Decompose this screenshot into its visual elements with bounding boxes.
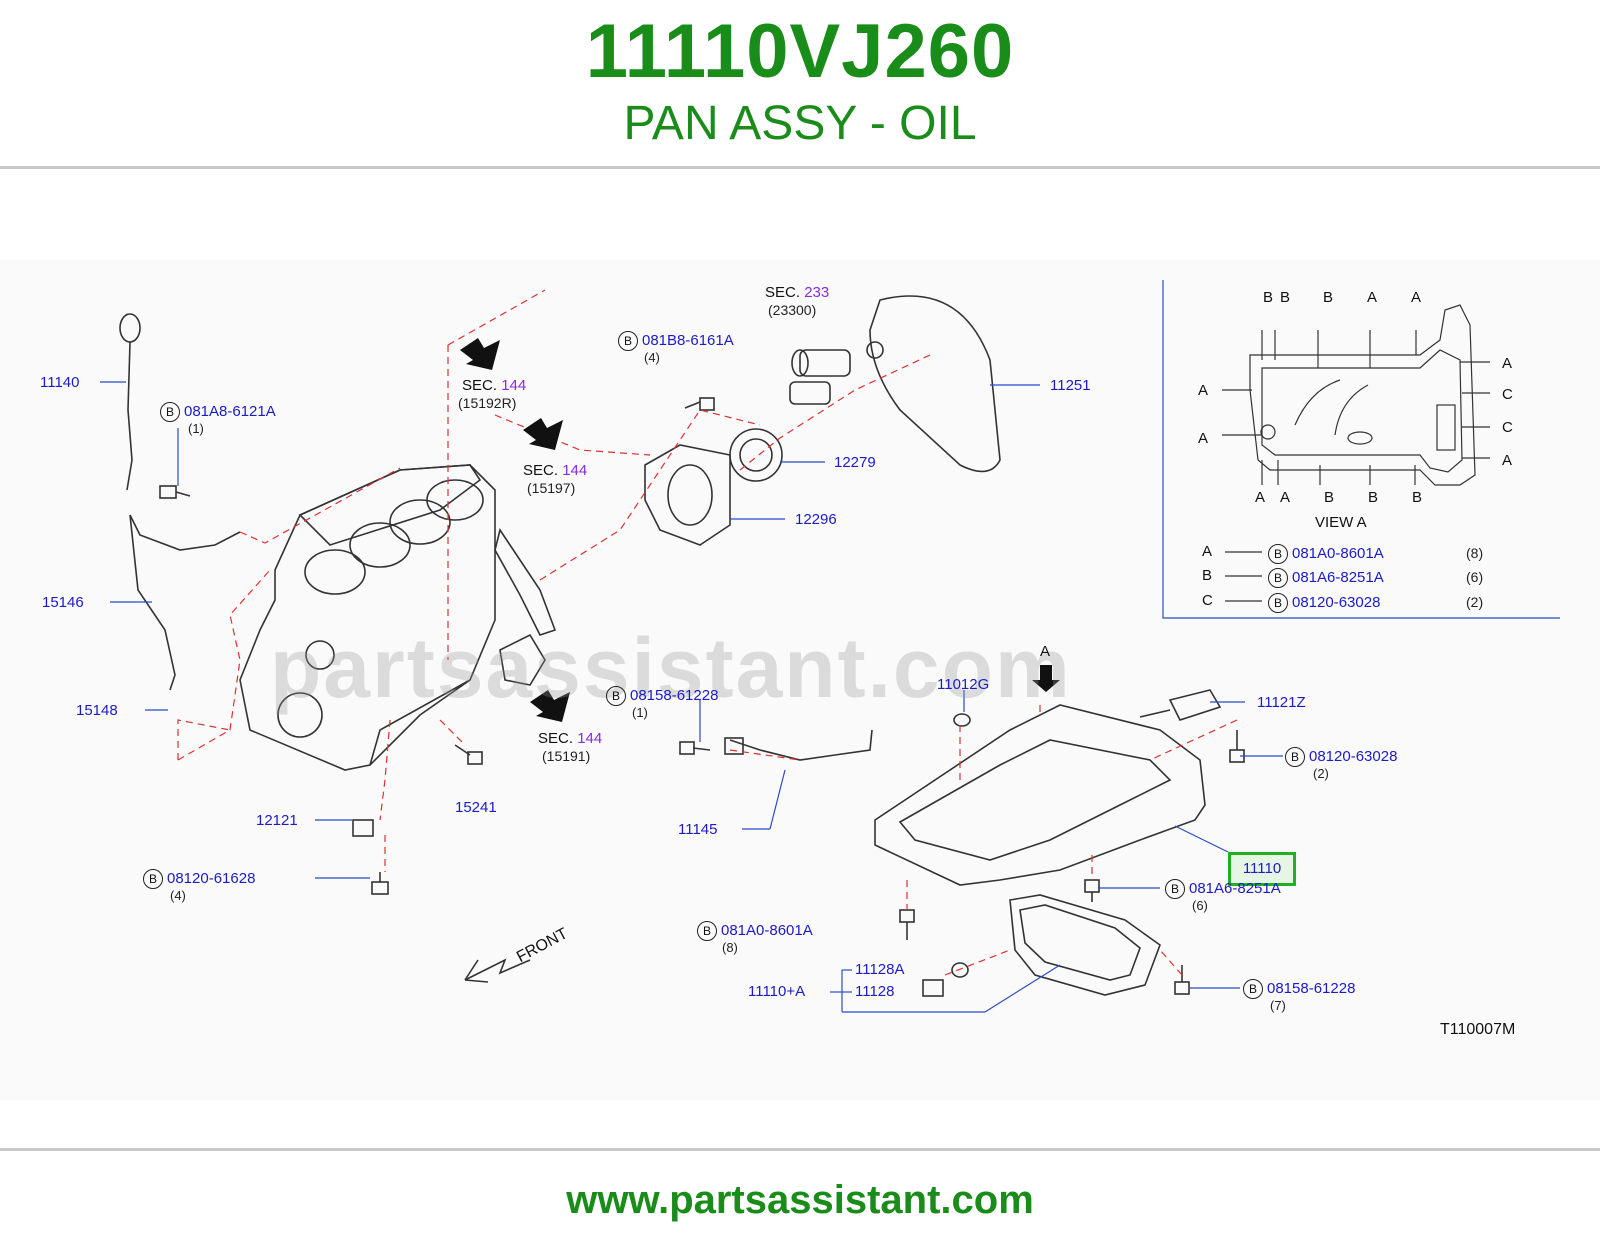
bolt-qty: (7) <box>1270 998 1286 1013</box>
legend-key-b: B <box>1202 567 1213 584</box>
bolt-circle-icon: B <box>1165 879 1185 899</box>
view-a-right-letter: C <box>1502 419 1513 436</box>
view-a-top-letter: B <box>1323 289 1334 306</box>
view-a-right-letter: A <box>1502 452 1513 469</box>
view-a-top-letter: B <box>1280 289 1291 306</box>
part-label-12121[interactable]: 12121 <box>256 812 298 829</box>
bolt-circle-icon: B <box>160 402 180 422</box>
bolt-qty: (4) <box>170 888 186 903</box>
view-a-title: VIEW A <box>1315 514 1367 531</box>
part-number-title: 11110VJ260 <box>585 9 1015 94</box>
bolt-circle-icon: B <box>1285 747 1305 767</box>
view-a-inset <box>1162 280 1560 619</box>
legend-qty: (6) <box>1466 569 1484 585</box>
bolt-qty: (2) <box>1313 766 1329 781</box>
view-a-bottom-letter: A <box>1255 489 1266 506</box>
bolt-qty: (4) <box>644 350 660 365</box>
part-label-12296[interactable]: 12296 <box>795 511 837 528</box>
section-ref-15191[interactable]: SEC. 144 <box>538 730 603 747</box>
bolt-qty: (1) <box>632 705 648 720</box>
section-ref-15191-sub: (15191) <box>542 748 591 764</box>
diagram-code: T110007M <box>1440 1021 1516 1038</box>
part-label-15148[interactable]: 15148 <box>76 702 118 719</box>
diagram-drawing <box>100 280 1560 1013</box>
footer-divider <box>0 1148 1600 1151</box>
footer-url[interactable]: www.partsassistant.com <box>566 1178 1034 1222</box>
view-a-left-letter: A <box>1198 430 1209 447</box>
bolt-qty: (6) <box>1192 898 1208 913</box>
bolt-qty: (8) <box>722 940 738 955</box>
bolt-circle-icon: B <box>618 331 638 351</box>
part-label-12279[interactable]: 12279 <box>834 454 876 471</box>
part-label-11121z[interactable]: 11121Z <box>1257 694 1306 711</box>
dashed-leader-lines <box>177 289 1238 976</box>
view-a-top-letter: B <box>1263 289 1274 306</box>
part-label-15146[interactable]: 15146 <box>42 594 84 611</box>
header-divider <box>0 166 1600 169</box>
section-ref-233[interactable]: SEC. 233 <box>765 284 830 301</box>
legend-key-c: C <box>1202 592 1213 609</box>
part-label-11140[interactable]: 11140 <box>40 374 80 391</box>
legend-key-a: A <box>1202 543 1213 560</box>
view-a-right-letter: C <box>1502 386 1513 403</box>
parts-diagram: partsassistant.com SEC. 233 (23300) SEC.… <box>0 260 1600 1100</box>
view-a-bottom-letter: B <box>1324 489 1335 506</box>
part-label-11251[interactable]: 11251 <box>1050 377 1091 394</box>
bolt-circle-icon: B <box>697 921 717 941</box>
view-a-left-letter: A <box>1198 382 1209 399</box>
part-label-11110-plus-a[interactable]: 11110+A <box>748 983 806 1000</box>
part-label-11128[interactable]: 11128 <box>855 983 895 1000</box>
bolt-qty: (1) <box>188 421 204 436</box>
part-label-11110-highlighted[interactable]: 11110 <box>1228 852 1296 886</box>
view-a-right-letter: A <box>1502 355 1513 372</box>
bolt-circle-icon: B <box>1243 979 1263 999</box>
part-label-15241[interactable]: 15241 <box>455 799 497 816</box>
legend-qty: (2) <box>1466 594 1484 610</box>
bolt-circle-icon: B <box>1268 568 1288 588</box>
view-a-bottom-letter: B <box>1412 489 1423 506</box>
part-label-11145[interactable]: 11145 <box>678 821 718 838</box>
bolt-circle-icon: B <box>143 869 163 889</box>
section-ref-233-sub: (23300) <box>768 302 817 318</box>
view-a-arrow-label: A <box>1040 643 1051 660</box>
part-name-subtitle: PAN ASSY - OIL <box>623 97 977 150</box>
view-a-bottom-letter: B <box>1368 489 1379 506</box>
section-ref-15197-sub: (15197) <box>527 480 576 496</box>
section-ref-15192r[interactable]: SEC. 144 <box>462 377 527 394</box>
part-label-11128a[interactable]: 11128A <box>855 961 905 978</box>
watermark-text: partsassistant.com <box>270 621 1072 715</box>
bolt-circle-icon: B <box>1268 544 1288 564</box>
view-a-bottom-letter: A <box>1280 489 1291 506</box>
bolt-circle-icon: B <box>1268 593 1288 613</box>
section-ref-15192r-sub: (15192R) <box>458 395 517 411</box>
section-arrows <box>460 338 1060 722</box>
bolt-circle-icon: B <box>606 686 626 706</box>
solid-leader-lines <box>100 381 1283 1013</box>
section-ref-15197[interactable]: SEC. 144 <box>523 462 588 479</box>
view-a-top-letter: A <box>1411 289 1422 306</box>
part-label-11012g[interactable]: 11012G <box>937 676 990 693</box>
view-a-top-letter: A <box>1367 289 1378 306</box>
engine-block-drawing <box>119 295 1245 997</box>
legend-qty: (8) <box>1466 545 1484 561</box>
